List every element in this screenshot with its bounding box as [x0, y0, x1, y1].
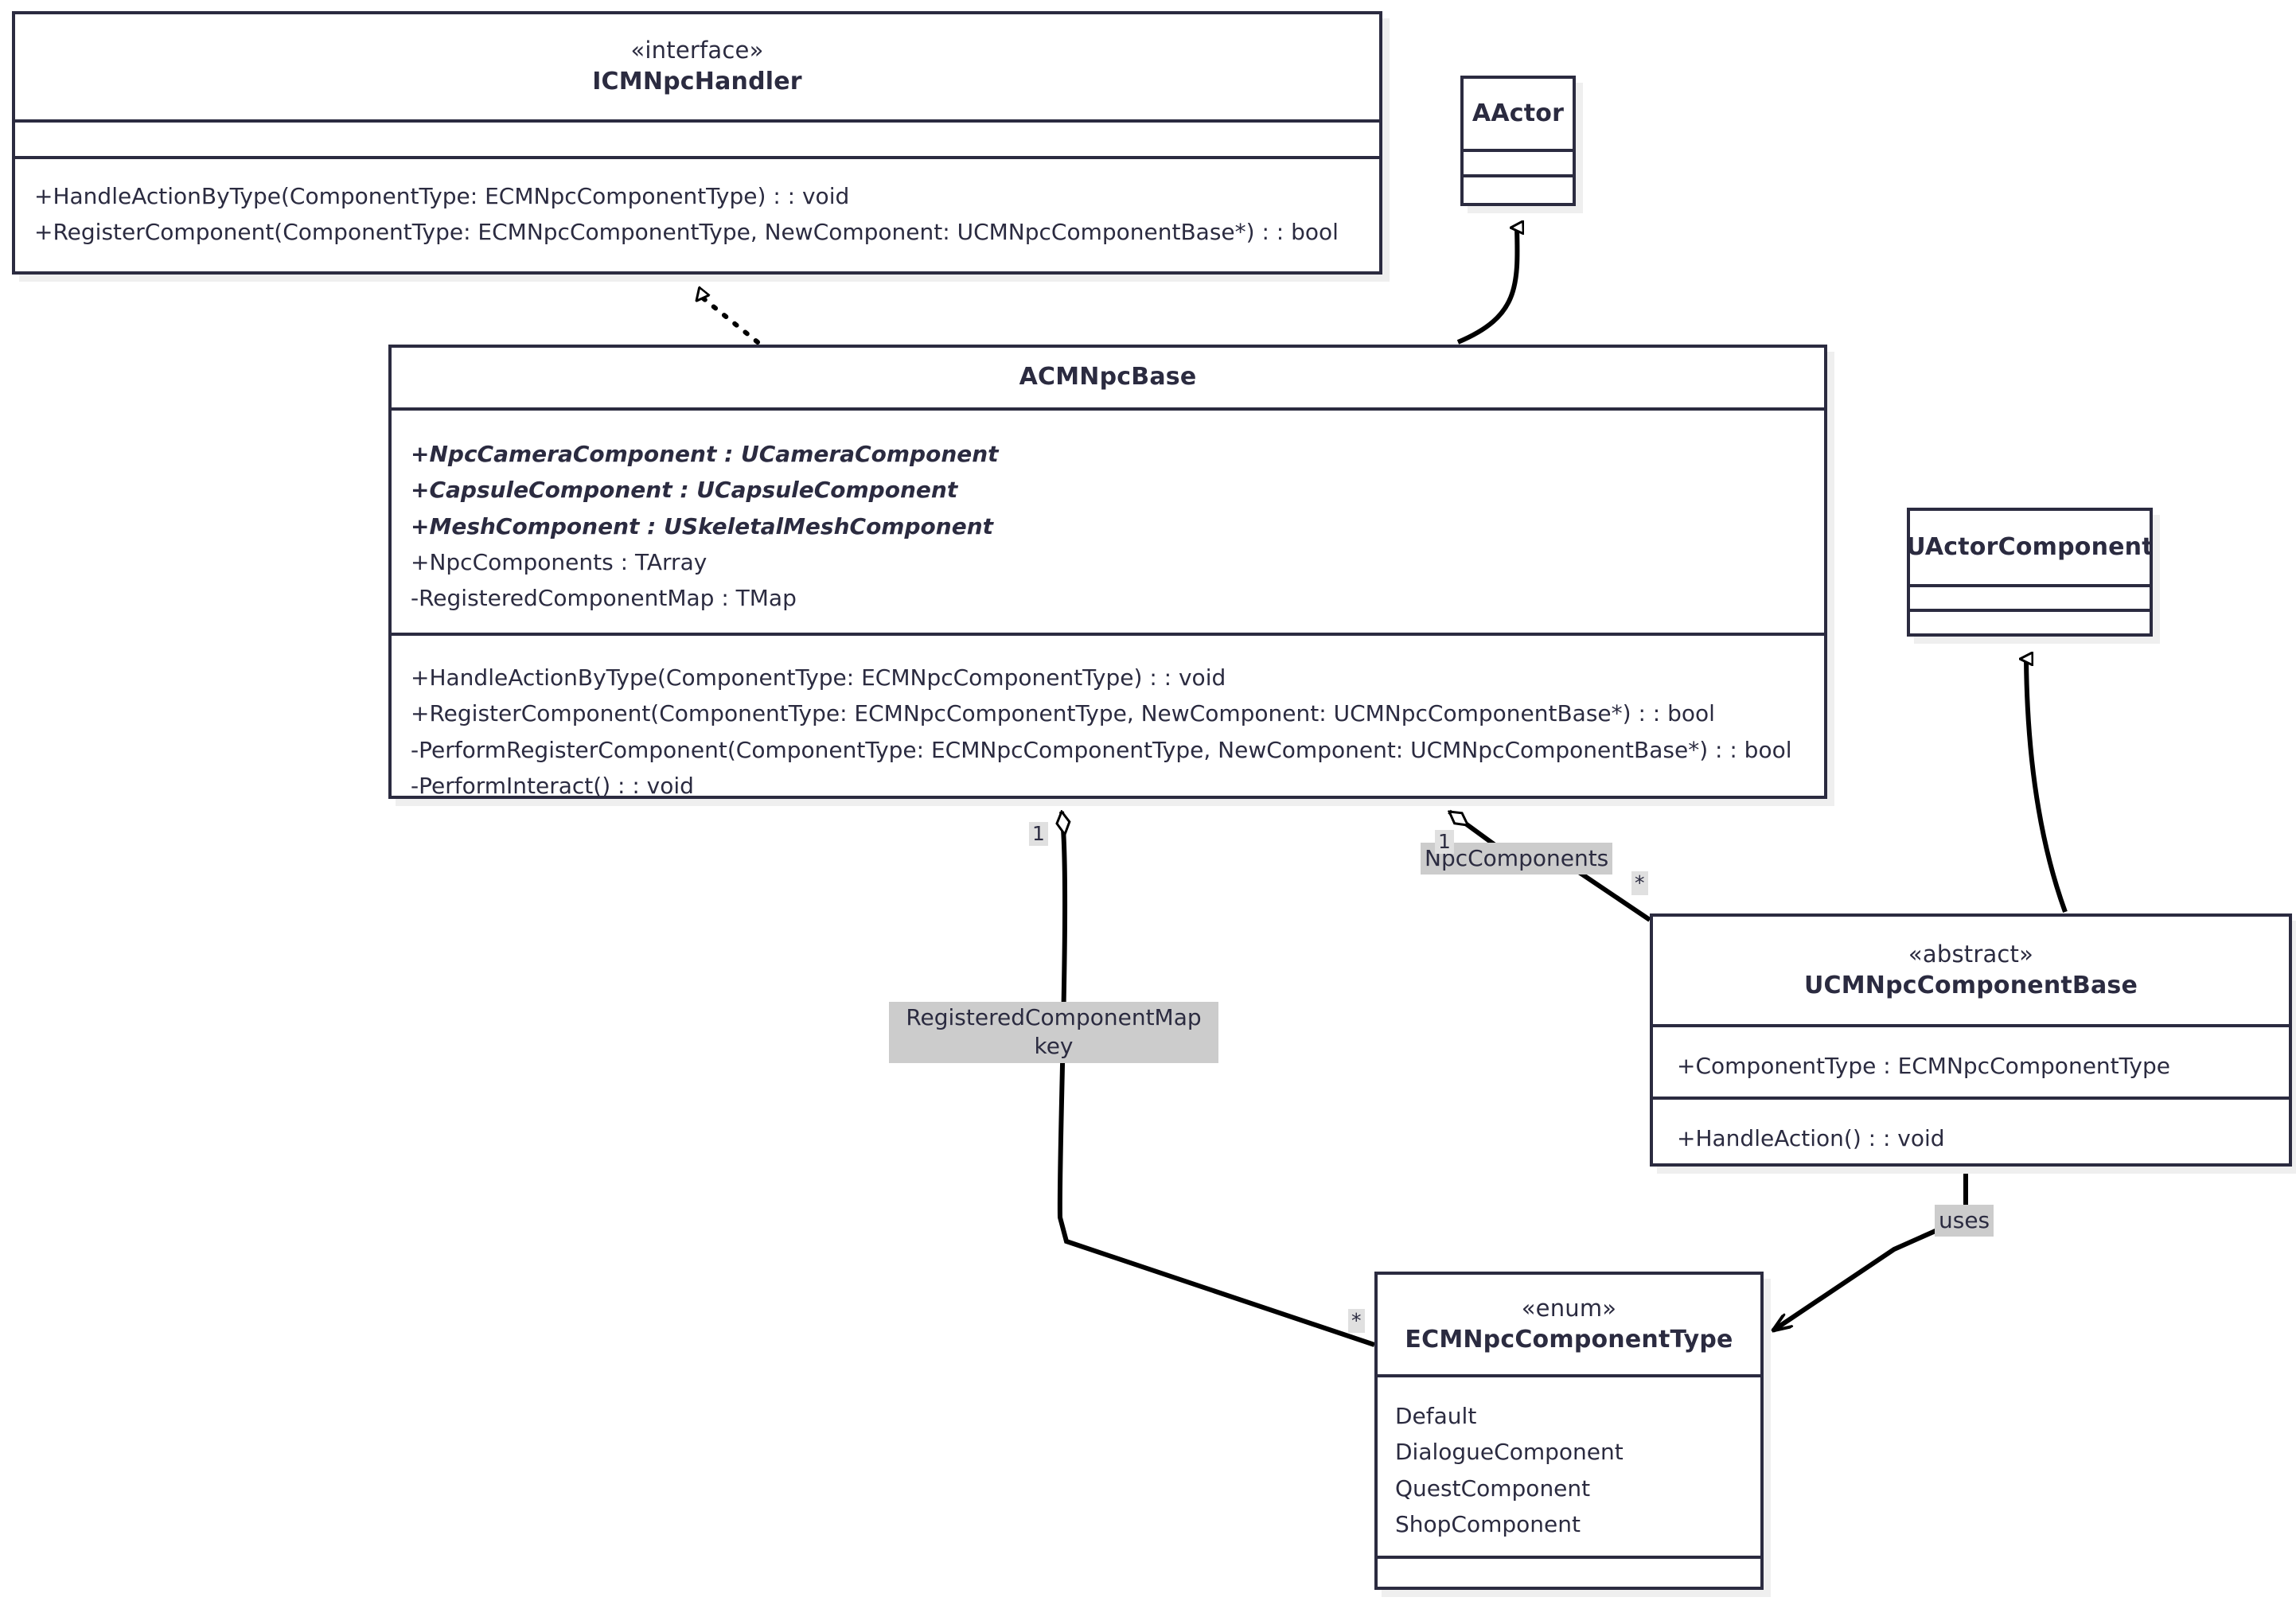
- edge-generalization-aactor: [1456, 228, 1518, 345]
- class-attributes-uactorcomponent: [1910, 584, 2150, 609]
- class-stereotype: «interface»: [630, 37, 764, 64]
- class-header-aactor: AActor: [1464, 79, 1573, 149]
- class-operations-uactorcomponent: [1910, 609, 2150, 633]
- edge-realization-handler: [700, 296, 760, 345]
- class-header-ecmnpccomponenttype: «enum» ECMNpcComponentType: [1378, 1275, 1760, 1374]
- class-box-uactorcomponent[interactable]: UActorComponent: [1906, 508, 2154, 637]
- edge-aggregation-registeredcomponentmap: [1060, 812, 1375, 1347]
- multiplicity-registeredcomponentmap-source: 1: [1029, 822, 1048, 846]
- class-box-aactor[interactable]: AActor: [1460, 76, 1576, 206]
- attribute-row: -RegisteredComponentMap : TMap: [411, 585, 797, 612]
- enum-literal-row: Default: [1395, 1403, 1477, 1429]
- class-stereotype: «abstract»: [1908, 940, 2034, 968]
- operation-row: -PerformRegisterComponent(ComponentType:…: [411, 736, 1792, 763]
- class-operations-ecmnpccomponenttype: [1378, 1556, 1760, 1587]
- class-box-icmnpchandler[interactable]: «interface» ICMNpcHandler +HandleActionB…: [12, 11, 1382, 275]
- attribute-row: +NpcCameraComponent : UCameraComponent: [411, 441, 999, 467]
- class-name: ECMNpcComponentType: [1405, 1325, 1733, 1354]
- operation-row: +HandleActionByType(ComponentType: ECMNp…: [411, 664, 1226, 691]
- class-literals-ecmnpccomponenttype: Default DialogueComponent QuestComponent…: [1378, 1374, 1760, 1556]
- class-box-acmnpcbase[interactable]: ACMNpcBase +NpcCameraComponent : UCamera…: [388, 345, 1827, 799]
- class-stereotype: «enum»: [1521, 1294, 1617, 1322]
- class-header-ucmnpccomponentbase: «abstract» UCMNpcComponentBase: [1653, 917, 2289, 1024]
- attribute-row: +NpcComponents : TArray: [411, 549, 708, 576]
- class-attributes-aactor: [1464, 149, 1573, 174]
- attribute-row: +CapsuleComponent : UCapsuleComponent: [411, 477, 958, 504]
- operation-row: +HandleAction() : : void: [1677, 1125, 1945, 1151]
- attribute-row: +ComponentType : ECMNpcComponentType: [1677, 1053, 2170, 1079]
- class-operations-acmnpcbase: +HandleActionByType(ComponentType: ECMNp…: [392, 633, 1824, 799]
- enum-literal-row: ShopComponent: [1395, 1511, 1581, 1538]
- class-attributes-ucmnpccomponentbase: +ComponentType : ECMNpcComponentType: [1653, 1024, 2289, 1097]
- class-box-ecmnpccomponenttype[interactable]: «enum» ECMNpcComponentType Default Dialo…: [1374, 1272, 1764, 1590]
- class-operations-ucmnpccomponentbase: +HandleAction() : : void: [1653, 1097, 2289, 1167]
- enum-literal-row: DialogueComponent: [1395, 1439, 1624, 1466]
- multiplicity-npccomponents-source: 1: [1435, 830, 1454, 854]
- class-name: AActor: [1472, 99, 1565, 127]
- class-name: UActorComponent: [1906, 532, 2154, 561]
- class-name: UCMNpcComponentBase: [1803, 971, 2138, 999]
- enum-literal-row: QuestComponent: [1395, 1474, 1591, 1502]
- operation-row: +HandleActionByType(ComponentType: ECMNp…: [34, 183, 850, 209]
- class-header-icmnpchandler: «interface» ICMNpcHandler: [15, 14, 1379, 119]
- operation-row: +RegisterComponent(ComponentType: ECMNpc…: [34, 219, 1339, 246]
- edge-generalization-uactorcomponent: [2026, 659, 2068, 913]
- class-operations-icmnpchandler: +HandleActionByType(ComponentType: ECMNp…: [15, 156, 1379, 271]
- multiplicity-npccomponents-target: *: [1631, 871, 1648, 895]
- class-header-acmnpcbase: ACMNpcBase: [392, 348, 1824, 407]
- class-name: ICMNpcHandler: [592, 68, 802, 96]
- edge-label-uses: uses: [1935, 1205, 1994, 1237]
- operation-row: -PerformInteract() : : void: [411, 773, 694, 800]
- class-box-ucmnpccomponentbase[interactable]: «abstract» UCMNpcComponentBase +Componen…: [1650, 913, 2292, 1167]
- attribute-row: +MeshComponent : USkeletalMeshComponent: [411, 512, 994, 540]
- class-attributes-acmnpcbase: +NpcCameraComponent : UCameraComponent +…: [392, 407, 1824, 633]
- class-operations-aactor: [1464, 174, 1573, 203]
- edge-dependency-uses: [1773, 1167, 1968, 1330]
- operation-row: +RegisterComponent(ComponentType: ECMNpc…: [411, 700, 1715, 727]
- multiplicity-registeredcomponentmap-target: *: [1348, 1309, 1365, 1333]
- class-header-uactorcomponent: UActorComponent: [1906, 511, 2153, 584]
- edge-label-registeredcomponentmap: RegisteredComponentMap key: [889, 1002, 1218, 1063]
- class-name: ACMNpcBase: [1019, 363, 1197, 391]
- class-attributes-icmnpchandler: [15, 119, 1379, 156]
